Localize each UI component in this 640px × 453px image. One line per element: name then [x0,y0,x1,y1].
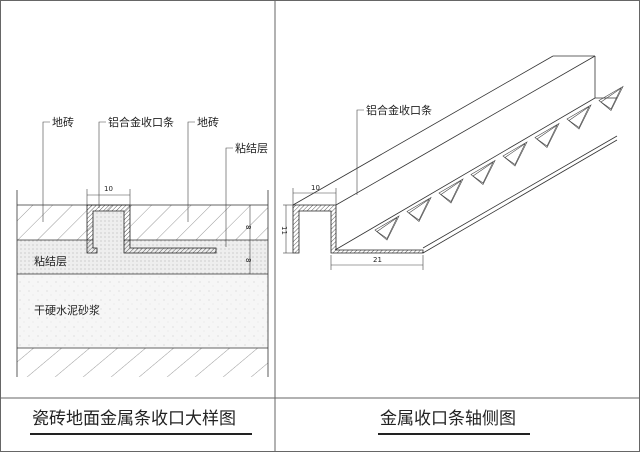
mortar-layer [17,274,268,348]
base-layer [17,348,268,377]
perforation-triangle [536,124,558,147]
label-strip-axo: 铝合金收口条 [366,103,432,117]
perforation-triangle [534,122,560,148]
label-adhesive-callout: 粘结层 [235,141,268,155]
dim-width: 10 [311,184,320,192]
label-strip: 铝合金收口条 [108,115,174,129]
dim-tile-thickness: 8 [244,225,252,229]
perforation-triangle [598,85,624,111]
perforation-triangle [438,178,464,204]
axonometric-view: 10 11 21 铝合金收口条 [280,55,624,270]
label-tile-right: 地砖 [197,115,219,129]
label-adhesive-layer: 粘结层 [34,254,67,268]
perforation-triangle [408,198,430,221]
perforation-triangle [470,159,496,185]
dim-strip-width: 10 [104,185,113,193]
dim-height: 11 [280,226,288,235]
label-tile-left: 地砖 [52,115,74,129]
tile-layer [17,205,268,240]
perforation-triangle [600,87,622,110]
dimension-strip-width [86,189,131,205]
perforation-triangle [504,142,526,165]
perforation-triangle [374,215,400,241]
perforation-triangle [472,161,494,184]
section-detail: 10 8 8 地砖 铝合金收口条 地砖 粘结层 粘结层 干硬水泥砂浆 [16,115,269,377]
dim-flange: 21 [373,256,382,264]
dim-adhesive-thickness: 8 [244,258,252,262]
perforation-triangle [502,141,528,167]
perforation-triangle [406,196,432,222]
right-title: 金属收口条轴侧图 [380,409,516,429]
perforation-triangles [374,85,624,241]
left-title: 瓷砖地面金属条收口大样图 [32,409,236,429]
strip-profile [292,204,424,254]
perforation-triangle [566,104,592,130]
perforation-triangle [568,105,590,128]
perforation-triangle [376,216,398,239]
metal-strip-profile [86,204,217,254]
label-mortar-layer: 干硬水泥砂浆 [34,303,100,317]
perforation-triangle [440,179,462,202]
